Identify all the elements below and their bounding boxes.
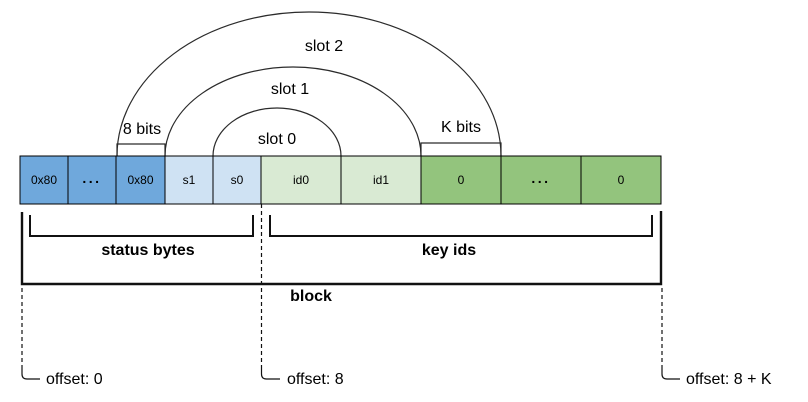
cell-key-zero-first [420, 155, 502, 205]
cell-status-byte-first-label: 0x80 [31, 173, 57, 187]
8-bits-label: 8 bits [123, 121, 161, 138]
offset-8-elbow [260, 368, 280, 380]
cell-s1-label: s1 [183, 173, 196, 187]
cell-status-byte-last [115, 155, 166, 205]
cell-s0-label: s0 [231, 173, 244, 187]
slot-1-arc [164, 66, 422, 157]
cell-s1 [164, 155, 214, 205]
status-bytes-brace [29, 215, 254, 237]
cell-key-zero-first-label: 0 [458, 173, 465, 187]
status-bytes-label: status bytes [101, 242, 194, 259]
slot-2-label: slot 2 [305, 38, 343, 55]
cell-id0 [260, 155, 342, 205]
cell-s0 [212, 155, 262, 205]
cell-status-byte-last-label: 0x80 [127, 173, 153, 187]
cell-id1-label: id1 [373, 173, 389, 187]
key-ids-label: key ids [422, 242, 476, 259]
cell-key-zero-last-label: 0 [618, 173, 625, 187]
slot-1-label: slot 1 [271, 81, 309, 98]
offset-8k-label: offset: 8 + K [686, 371, 772, 388]
slot-2-arc [116, 11, 502, 157]
block-label: block [290, 288, 332, 305]
offset-8k-elbow [661, 368, 680, 380]
status-width-bracket [116, 143, 166, 156]
offset-0-label: offset: 0 [46, 371, 103, 388]
key-ids-brace [269, 215, 653, 237]
block-brace [20, 211, 663, 286]
cell-status-ellipsis-label: ... [82, 170, 101, 186]
k-bits-label: K bits [441, 119, 481, 136]
cell-key-ellipsis-label: ... [531, 170, 550, 186]
cell-key-ellipsis [500, 155, 582, 205]
slot-0-label: slot 0 [258, 131, 296, 148]
slot-0-arc [212, 107, 342, 157]
cell-status-ellipsis [67, 155, 117, 205]
offset-8-label: offset: 8 [287, 371, 344, 388]
cell-id0-label: id0 [293, 173, 309, 187]
offset-0-elbow [21, 368, 40, 380]
key-width-bracket [420, 142, 502, 156]
cell-key-zero-last [580, 155, 662, 205]
cell-status-byte-first [19, 155, 69, 205]
